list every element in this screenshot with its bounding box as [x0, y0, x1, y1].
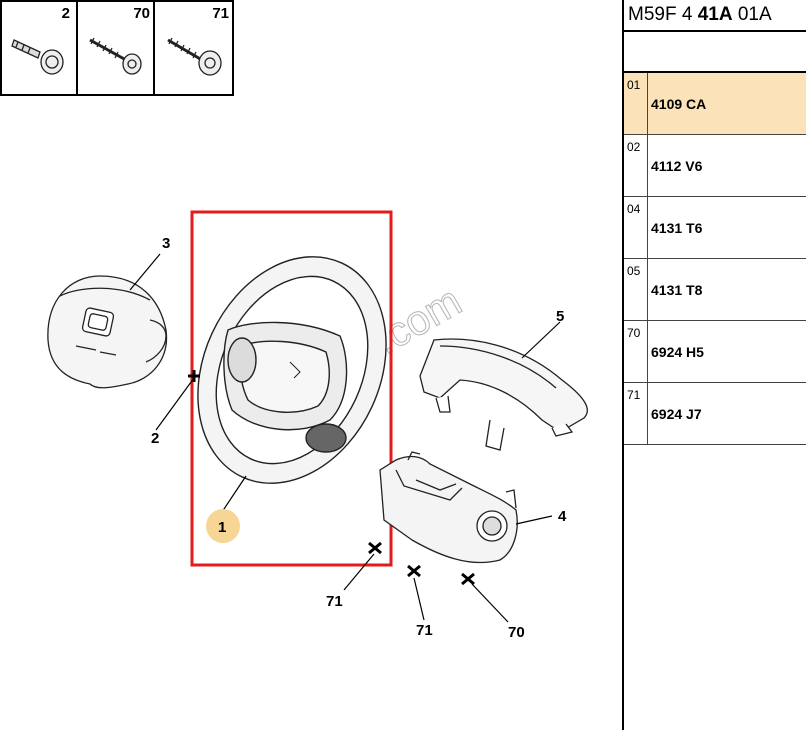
legend-label-70: 70: [133, 5, 150, 22]
callout-1: 1: [218, 519, 226, 536]
callout-2: 2: [151, 430, 159, 447]
panel-divider: [622, 0, 624, 730]
parts-panel: M59F 4 41A 01A 01 4109 CA 02 4112 V6 04 …: [624, 0, 806, 730]
screw-71-icon: [167, 37, 222, 76]
callout-71a: 71: [326, 593, 343, 610]
part-code: 4112 V6: [651, 157, 703, 174]
part-index: 04: [624, 197, 648, 258]
reference-prefix: M59F 4: [628, 4, 693, 25]
callout-70: 70: [508, 624, 525, 641]
callout-4: 4: [558, 508, 567, 525]
part-index: 70: [624, 321, 648, 382]
screw-marker-2: [188, 370, 200, 382]
part-row-71[interactable]: 71 6924 J7: [624, 383, 806, 445]
screw-marker-70: [461, 572, 475, 586]
part-row-05[interactable]: 05 4131 T8: [624, 259, 806, 321]
reference-section: 41A: [697, 4, 733, 25]
part-row-70[interactable]: 70 6924 H5: [624, 321, 806, 383]
hardware-legend: 2 70 71: [0, 0, 234, 96]
part-index: 02: [624, 135, 648, 196]
reference-blank-row: [624, 32, 806, 73]
diagram-reference: M59F 4 41A 01A: [624, 0, 806, 32]
part-code: 4131 T6: [651, 219, 703, 236]
part-row-02[interactable]: 02 4112 V6: [624, 135, 806, 197]
legend-label-71: 71: [212, 5, 229, 22]
callout-leaders: [129, 253, 561, 623]
reference-suffix: 01A: [737, 4, 772, 25]
part-row-04[interactable]: 04 4131 T6: [624, 197, 806, 259]
part-code: 6924 H5: [651, 343, 704, 360]
selected-part-frame: [190, 210, 393, 567]
callout-5: 5: [556, 308, 564, 325]
screw-70-icon: [89, 37, 142, 75]
exploded-parts-diagram: 2 70 71 oluyukoto.com: [0, 0, 588, 641]
screw-markers: [188, 370, 475, 586]
part-index: 01: [624, 73, 648, 134]
part-row-01[interactable]: 01 4109 CA: [624, 73, 806, 135]
upper-column-shroud: [419, 338, 588, 451]
lower-column-shroud: [379, 451, 518, 564]
screw-marker-71a: [368, 541, 382, 555]
screw-marker-71b: [407, 564, 421, 578]
callout-3: 3: [162, 235, 170, 252]
bolt-2-icon: [11, 39, 64, 75]
part-code: 6924 J7: [651, 405, 702, 422]
legend-label-2: 2: [62, 5, 70, 22]
part-index: 05: [624, 259, 648, 320]
part-index: 71: [624, 383, 648, 444]
part-code: 4109 CA: [651, 95, 707, 112]
selected-callout-badge: [206, 509, 240, 543]
callout-71b: 71: [416, 622, 433, 639]
part-code: 4131 T8: [651, 281, 703, 298]
steering-wheel: [197, 256, 387, 484]
airbag-module: [47, 275, 168, 389]
